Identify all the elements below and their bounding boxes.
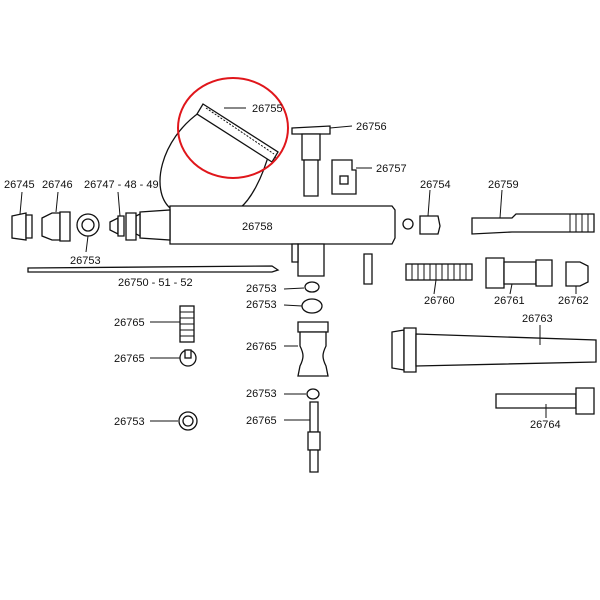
- label-26765-clip: 26765: [114, 353, 145, 365]
- nozzle-cap-26745: [11, 212, 33, 241]
- highlight-circle: [177, 77, 289, 179]
- label-26747-48-49: 26747 - 48 - 49: [84, 179, 159, 191]
- label-26746: 26746: [42, 179, 73, 191]
- spring-guide-26761: [485, 257, 553, 289]
- label-26745: 26745: [4, 179, 35, 191]
- label-26753-a: 26753: [246, 283, 277, 295]
- label-26762: 26762: [558, 295, 589, 307]
- label-26758: 26758: [242, 221, 273, 233]
- label-26753-nozzle: 26753: [70, 255, 101, 267]
- o-ring-26753: [178, 411, 198, 431]
- label-26750-51-52: 26750 - 51 - 52: [118, 277, 193, 289]
- label-26763: 26763: [522, 313, 553, 325]
- trigger-26756: [291, 125, 331, 197]
- trigger-guide-26757: [331, 159, 357, 195]
- valve-clip-26765: [179, 349, 197, 367]
- needle-spring-26760: [405, 263, 473, 281]
- handle-26763: [391, 327, 597, 373]
- nozzle-26747: [109, 212, 137, 241]
- valve-spring-26765: [179, 305, 195, 343]
- rear-tool-26764: [495, 387, 595, 415]
- label-26760: 26760: [424, 295, 455, 307]
- nozzle-ring-26753: [76, 213, 100, 237]
- label-26753-d: 26753: [114, 416, 145, 428]
- label-26754: 26754: [420, 179, 451, 191]
- nozzle-body-26746: [41, 211, 71, 242]
- leader-lines: [19, 107, 577, 422]
- label-26765-spring: 26765: [114, 317, 145, 329]
- rear-handle-part-26759: [471, 213, 595, 235]
- air-valve-parts: [297, 253, 373, 473]
- label-26753-b: 26753: [246, 299, 277, 311]
- needle-26750: [27, 265, 280, 273]
- label-26764: 26764: [530, 419, 561, 431]
- label-26756: 26756: [356, 121, 387, 133]
- label-26761: 26761: [494, 295, 525, 307]
- label-26759: 26759: [488, 179, 519, 191]
- nut-26754: [402, 215, 441, 235]
- label-26765-stem: 26765: [246, 415, 277, 427]
- label-26765-valve: 26765: [246, 341, 277, 353]
- label-26755: 26755: [252, 103, 283, 115]
- airbrush-body-26758: [135, 205, 396, 277]
- needle-chucking-nut-26762: [565, 261, 589, 287]
- label-26753-c: 26753: [246, 388, 277, 400]
- label-26757: 26757: [376, 163, 407, 175]
